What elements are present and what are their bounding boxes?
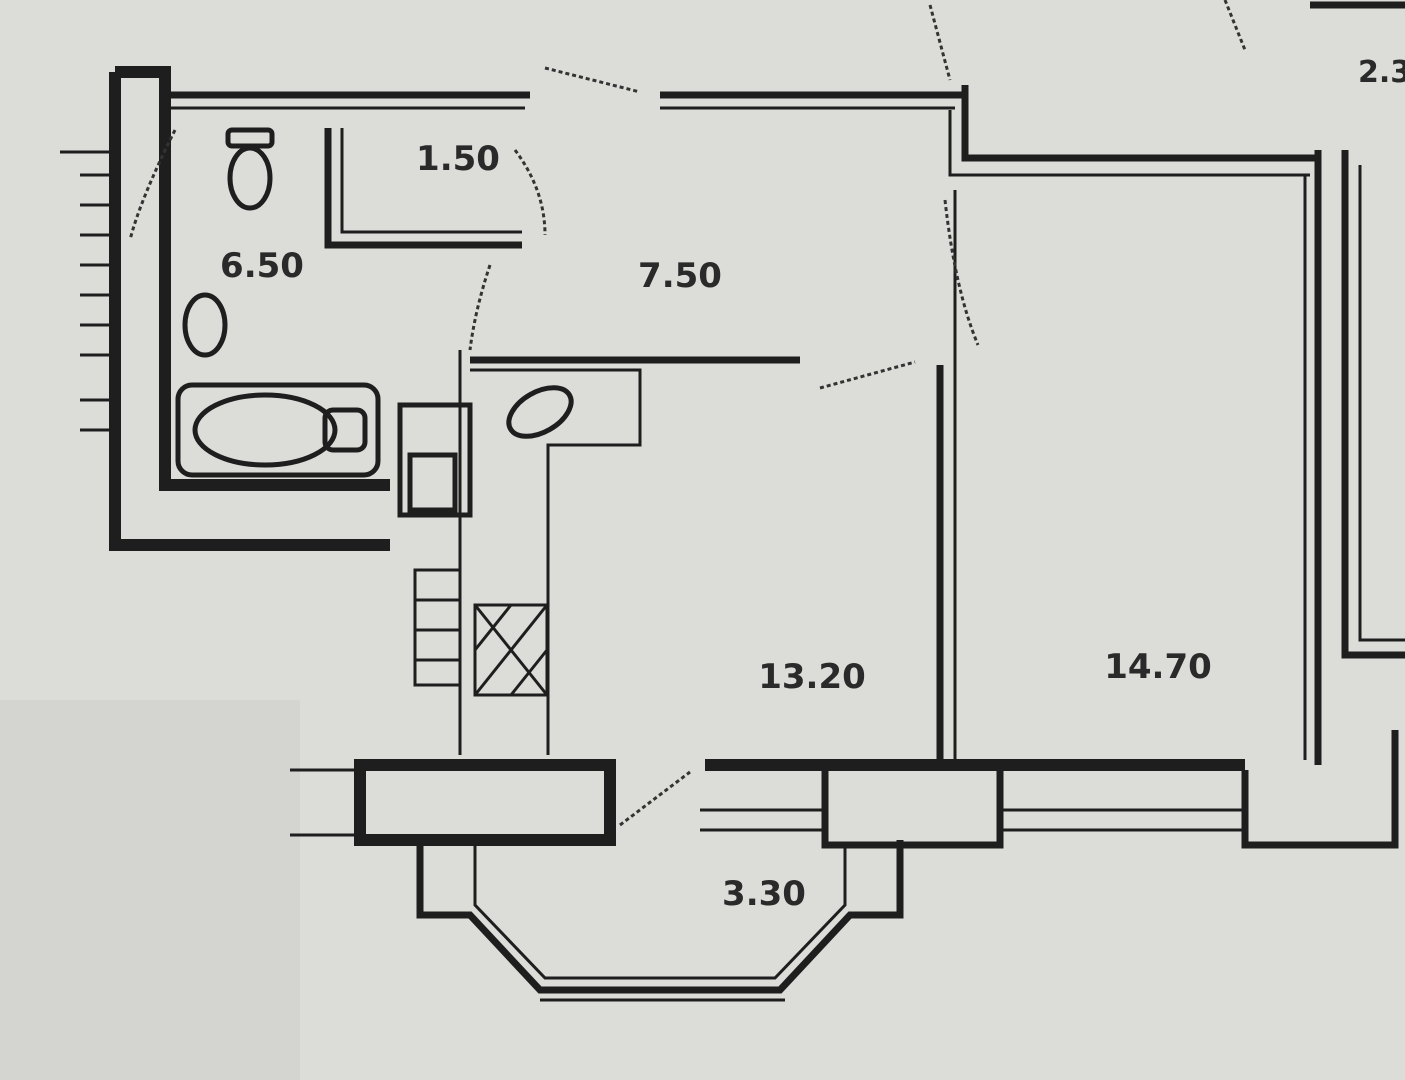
washing-machine-icon bbox=[397, 402, 473, 518]
window bbox=[700, 808, 1245, 832]
balcony-area-label: 3.30 bbox=[722, 874, 806, 914]
hallway-walls bbox=[458, 85, 1315, 760]
paper-shadow bbox=[0, 700, 300, 1080]
room-area-label: 14.70 bbox=[1104, 647, 1212, 687]
room-walls bbox=[1303, 150, 1405, 765]
storage-area-label: 1.50 bbox=[416, 139, 500, 179]
bathtub-icon bbox=[175, 382, 381, 478]
door-swings bbox=[128, 0, 1247, 827]
bathroom-area-label: 6.50 bbox=[220, 246, 304, 286]
stove-icon bbox=[473, 603, 549, 697]
balcony-walls bbox=[416, 840, 904, 1002]
shaft-icon bbox=[413, 568, 462, 687]
hallway-area-label: 7.50 bbox=[638, 256, 722, 296]
kitchen-area-label: 13.20 bbox=[758, 657, 866, 697]
exterior-wall bbox=[290, 730, 1399, 849]
toilet-icon bbox=[225, 127, 275, 211]
bathroom-walls bbox=[60, 66, 530, 551]
kitchen-sink-icon bbox=[506, 385, 574, 439]
neighbor-area-label: 2.3 bbox=[1358, 55, 1405, 90]
sink-icon bbox=[182, 292, 228, 358]
